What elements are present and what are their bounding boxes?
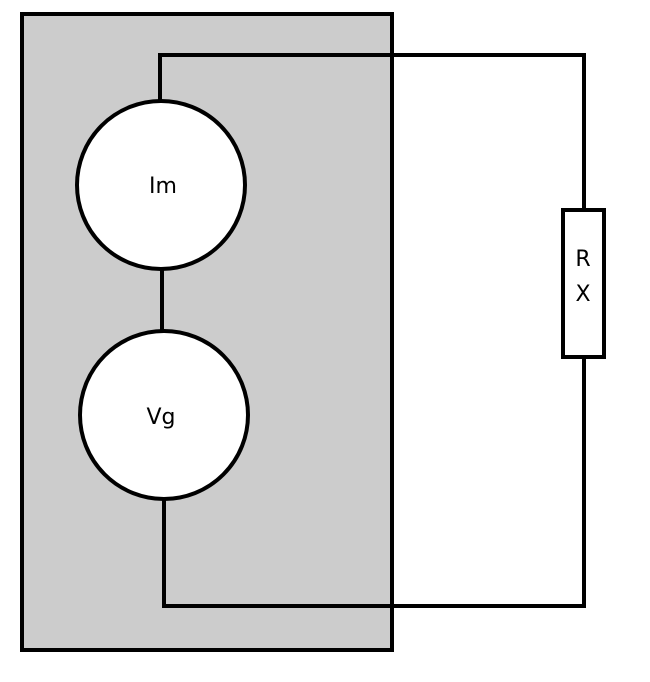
wire-top (158, 53, 586, 210)
resistor-label-r: R (575, 247, 590, 272)
current-meter-label: Im (149, 174, 177, 199)
voltage-source: Vg (78, 329, 250, 501)
instrument-enclosure (20, 12, 394, 652)
resistor-label-x: X (575, 282, 590, 307)
current-meter: Im (75, 99, 247, 271)
voltage-source-label: Vg (146, 405, 175, 430)
voltage-source-circle (78, 329, 250, 501)
resistor-body (561, 208, 606, 359)
current-meter-circle (75, 99, 247, 271)
resistor: R X (561, 208, 606, 359)
wire-bottom (162, 357, 586, 608)
